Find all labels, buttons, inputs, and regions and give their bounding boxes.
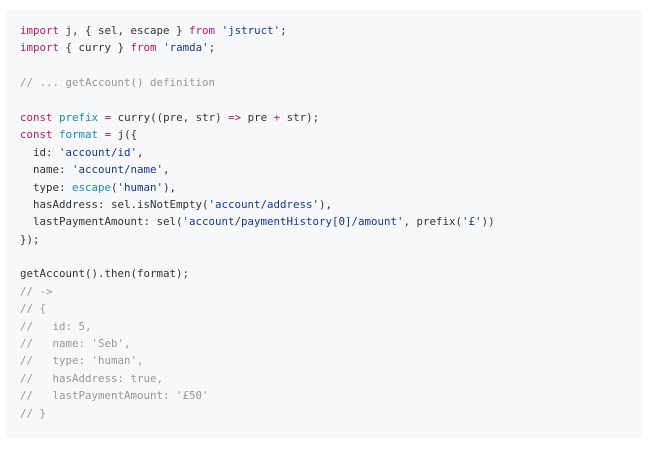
code-line: // type: 'human', [20,352,495,369]
string-token: 'account/id' [59,145,138,159]
code-token: )) [481,215,495,229]
keyword-token: import [20,24,60,37]
code-line: // -> [20,283,495,300]
code-token: j, { sel, escape } [59,24,190,37]
function-name-token: escape [72,180,112,194]
string-token: '£' [462,215,482,229]
operator-token: => [228,110,242,124]
code-line: getAccount().then(format); [20,265,495,282]
string-token: 'account/paymentHistory[0]/amount' [182,215,404,229]
operator-token: + [273,110,281,124]
comment-token: // ... getAccount() definition [20,76,216,90]
code-line: lastPaymentAmount: sel('account/paymentH… [20,213,495,230]
function-name-token: prefix [59,110,99,124]
code-line: // hasAddress: true, [20,370,495,387]
code-line [20,248,495,265]
code-line: // } [20,405,495,422]
code-line: // id: 5, [20,318,495,335]
keyword-token: from [130,41,157,55]
comment-token: // name: 'Seb', [20,337,131,351]
code-line: // lastPaymentAmount: '£50' [20,387,495,404]
code-line: const format = j({ [20,126,495,143]
code-token: hasAddress: sel.isNotEmpty( [20,197,209,211]
code-line: // name: 'Seb', [20,335,495,352]
comment-token: // lastPaymentAmount: '£50' [20,389,209,403]
code-token: ), [319,197,333,211]
string-token: 'account/name' [72,163,164,177]
code-line: type: escape('human'), [20,179,495,196]
code-block: import j, { sel, escape } from 'jstruct'… [6,10,642,438]
string-token: 'jstruct' [221,24,281,37]
keyword-token: from [189,24,216,37]
function-name-token: format [59,128,99,142]
code-token: getAccount().then(format); [20,267,190,281]
code-token: { curry } [59,41,131,55]
code-token: lastPaymentAmount: sel( [20,215,183,229]
code-token: ; [208,41,216,55]
comment-token: // type: 'human', [20,354,144,368]
code-line: // { [20,300,495,317]
code-token: curry((pre, str) [111,110,229,124]
code-token: , [137,145,144,159]
code-token: ), [163,180,177,194]
comment-token: // { [20,302,47,316]
string-token: 'account/address' [208,197,320,211]
code-token: j({ [111,128,138,142]
operator-token: = [104,110,112,124]
code-token: id: [20,145,60,159]
string-token: 'ramda' [163,41,209,55]
code-line: name: 'account/name', [20,161,495,178]
comment-token: // hasAddress: true, [20,371,164,385]
code-token: , [163,163,170,177]
code-line: hasAddress: sel.isNotEmpty('account/addr… [20,196,495,213]
code-line: import j, { sel, escape } from 'jstruct'… [20,22,495,39]
code-token: ( [111,180,118,194]
code-line: // ... getAccount() definition [20,74,495,91]
keyword-token: const [20,110,53,124]
operator-token: = [104,128,112,142]
code-line: const prefix = curry((pre, str) => pre +… [20,109,495,126]
code-line [20,57,495,74]
code-token: str); [280,110,320,124]
keyword-token: import [20,41,60,55]
comment-token: // } [20,406,47,420]
code-line: import { curry } from 'ramda'; [20,39,495,56]
code-content: import j, { sel, escape } from 'jstruct'… [20,22,495,422]
code-line: id: 'account/id', [20,144,495,161]
code-token: pre [241,110,274,124]
keyword-token: const [20,128,53,142]
comment-token: // -> [20,284,53,298]
code-line: }); [20,231,495,248]
code-token: type: [20,180,73,194]
string-token: 'human' [117,180,164,194]
code-token: }); [20,232,40,246]
code-token: name: [20,163,73,177]
code-line [20,92,495,109]
code-token: ; [280,24,287,37]
code-token: , prefix( [403,215,463,229]
comment-token: // id: 5, [20,319,92,333]
